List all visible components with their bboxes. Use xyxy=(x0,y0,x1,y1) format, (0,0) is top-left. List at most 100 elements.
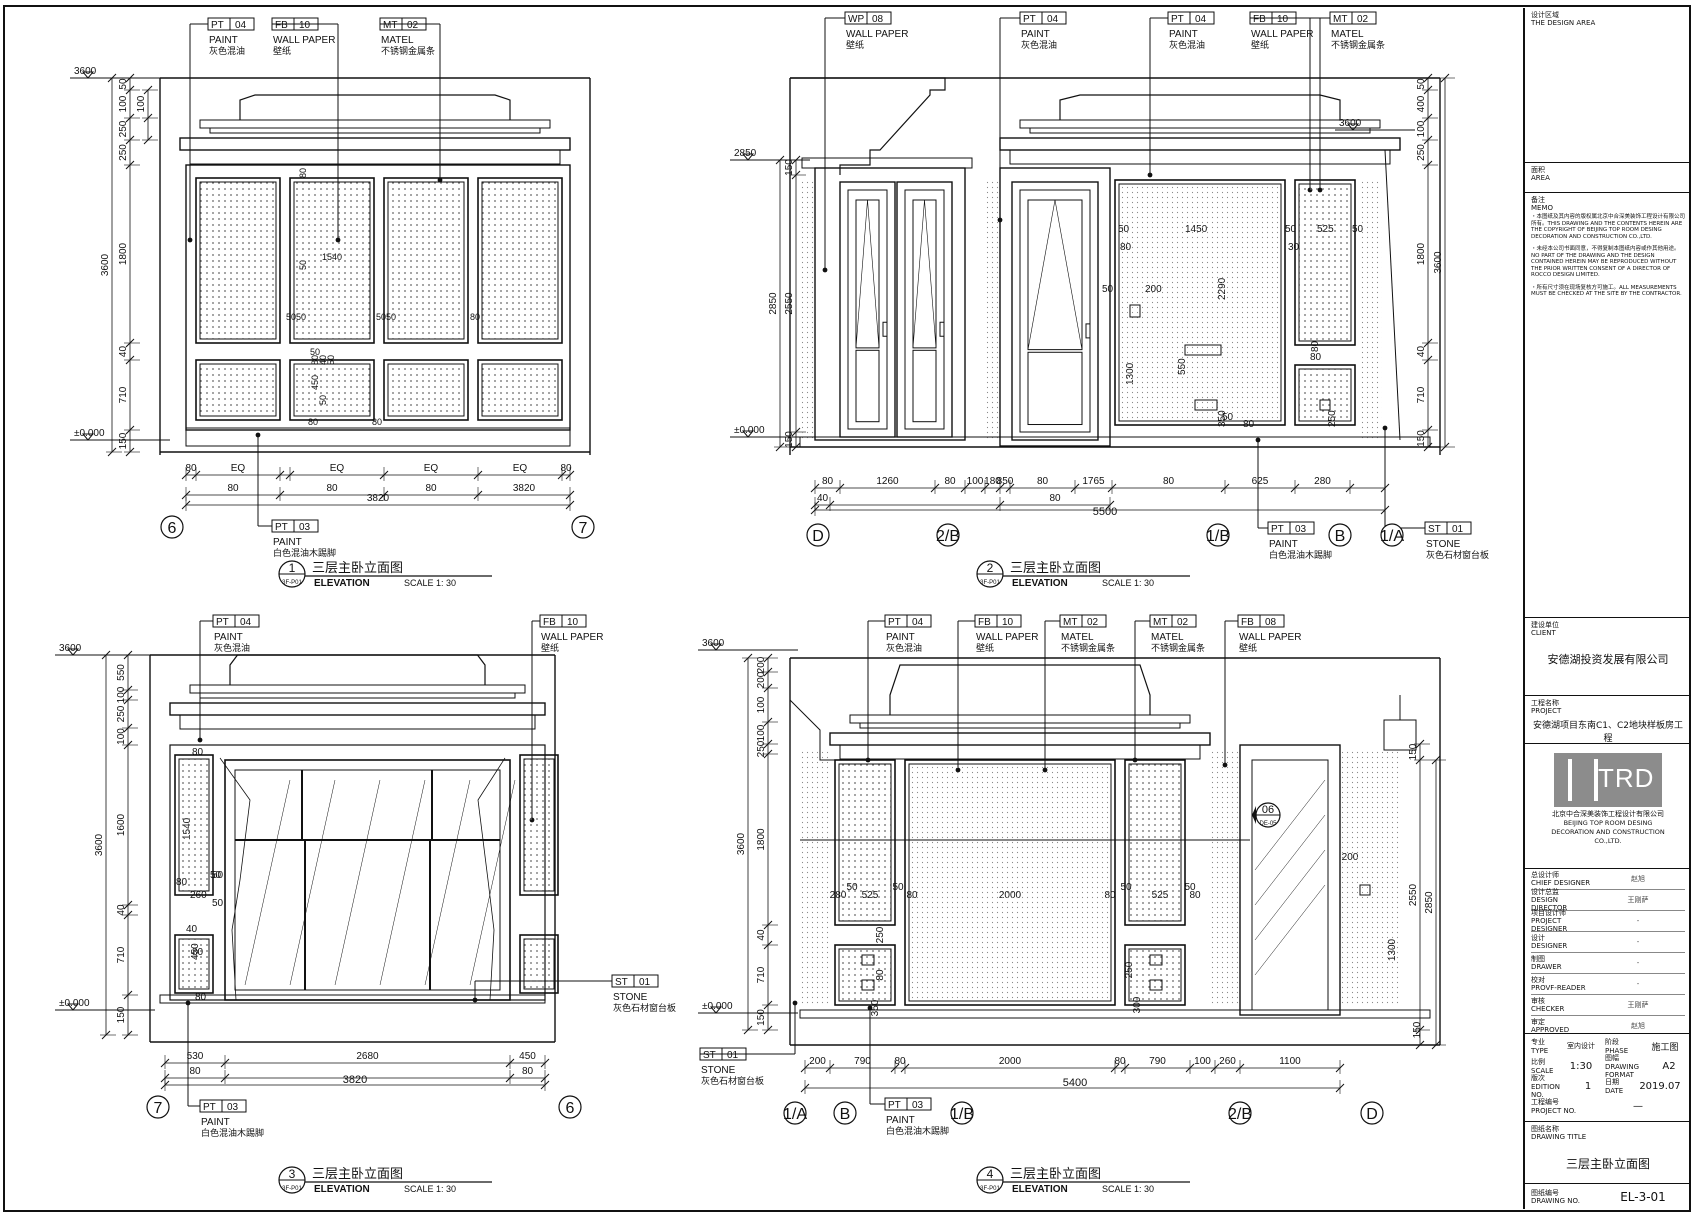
lower-panel-3-inner xyxy=(481,363,559,417)
tag-num-box xyxy=(1171,614,1197,628)
upper-panel-1-frame xyxy=(289,177,375,344)
inner-dim-label: 50 xyxy=(212,870,224,881)
level-marker: 3600 xyxy=(698,638,798,651)
tag-cn: 灰色混油 xyxy=(209,45,245,57)
socket-plate xyxy=(861,979,875,991)
skirting xyxy=(799,1009,1431,1019)
door-a-right-lower-panel xyxy=(912,349,937,423)
axis-bubble: 1/B xyxy=(1206,523,1230,547)
tag-en: MATEL xyxy=(381,35,414,46)
tag-cn: 灰色混油 xyxy=(1021,39,1057,51)
v1-sub-dims: 100 xyxy=(136,85,158,145)
tag-code: PT xyxy=(203,1102,216,1113)
axis-bubble: 1/B xyxy=(950,1101,974,1125)
v4-bed-panel-frame xyxy=(904,759,1116,1006)
inner-dim-label: 50 xyxy=(1120,882,1132,893)
window-frame xyxy=(224,759,511,1001)
glass-reflection xyxy=(244,779,291,986)
axis-bubble: D xyxy=(1360,1101,1384,1125)
v3-overall-width-label: 3820 xyxy=(343,1074,367,1086)
v3-left-low-inner xyxy=(178,938,210,990)
dim-label: 200 xyxy=(756,656,767,673)
axis-circle xyxy=(1228,1101,1252,1125)
tag-cn: 灰色混油 xyxy=(214,642,250,654)
company-section: TRD 北京中合深美装饰工程设计有限公司 BEIJING TOP ROOM DE… xyxy=(1525,744,1691,869)
tag-num-box xyxy=(229,17,255,31)
memo-item: ・所有尺寸须在现场复核方可施工。ALL MEASUREMENTS MUST BE… xyxy=(1531,284,1682,298)
tag-cn: 灰色石材窗台板 xyxy=(613,1002,676,1014)
switch-plate xyxy=(1129,304,1141,318)
tag-code: PT xyxy=(211,20,224,31)
tag-num-box xyxy=(1041,11,1067,25)
axis-label: 1/B xyxy=(1206,528,1230,545)
tag-num: 10 xyxy=(1277,14,1289,25)
v3-right-low-inner xyxy=(523,938,555,990)
lower-panel-1-frame xyxy=(289,359,375,421)
tag-num-box xyxy=(293,519,319,533)
area-label-cn: 面积 xyxy=(1531,166,1545,174)
drawing-title: 三层主卧立面图 xyxy=(1565,1157,1650,1171)
client-name: 安德湖投资发展有限公司 xyxy=(1547,653,1669,666)
tag-num: 03 xyxy=(1295,524,1307,535)
socket-plate xyxy=(1184,344,1222,356)
project-label-en: PROJECT xyxy=(1531,707,1562,715)
dim-label: 530 xyxy=(187,1051,204,1062)
tag-num-box xyxy=(633,974,659,988)
dim-label: 3820 xyxy=(513,483,536,494)
dim-label: 80 xyxy=(425,483,437,494)
inner-dim-label: 80 xyxy=(1310,352,1322,363)
axis-bubble: 7 xyxy=(146,1095,170,1119)
door-a-right-leaf xyxy=(904,189,945,430)
client-label-en: CLIENT xyxy=(1531,629,1556,637)
lower-panel-1-inner xyxy=(293,363,371,417)
glass-reflection xyxy=(1254,814,1326,906)
axis-bubble: B xyxy=(1328,523,1352,547)
door-a-right-handle xyxy=(939,321,945,337)
tag-num: 01 xyxy=(727,1050,739,1061)
axis-circle xyxy=(806,523,830,547)
tag-num: 02 xyxy=(1177,617,1189,628)
callout-number: 06 xyxy=(1262,804,1274,816)
tag-cn: 白色混油木踢脚 xyxy=(273,547,336,559)
upper-panel-3-inner xyxy=(481,181,559,340)
axis-bubble: D xyxy=(806,523,830,547)
dim-label: 850 xyxy=(997,476,1014,487)
company-name-en-1: BEIJING TOP ROOM DESING xyxy=(1563,819,1653,827)
tag-code: PT xyxy=(888,617,901,628)
axis-circle xyxy=(1206,523,1230,547)
dim-label: 2680 xyxy=(356,1051,379,1062)
v3-left-panel-frame xyxy=(174,754,214,896)
leader-dot xyxy=(255,432,261,438)
cornice-band xyxy=(199,119,551,129)
dim-label: 80 xyxy=(944,476,956,487)
dim-label: 1800 xyxy=(756,828,767,851)
dim-label: 250 xyxy=(118,144,129,161)
tag-en: MATEL xyxy=(1331,29,1364,40)
dim-label: 100 xyxy=(118,95,129,112)
callout-arrow xyxy=(1252,806,1256,824)
axis-circle xyxy=(936,523,960,547)
dim-label: 3600 xyxy=(1433,251,1444,274)
tag-en: STONE xyxy=(1426,539,1461,550)
tag-num: 02 xyxy=(1087,617,1099,628)
axis-label: 1/B xyxy=(950,1106,974,1123)
area-label-en: AREA xyxy=(1531,174,1550,182)
dim-label: 40 xyxy=(118,346,129,358)
axis-label: D xyxy=(812,528,824,545)
tag-num: 04 xyxy=(235,20,247,31)
dim-label: EQ xyxy=(231,463,246,474)
inner-dim-label: 50 xyxy=(286,312,296,322)
axis-bubble: 2/B xyxy=(936,523,960,547)
tag-code: MT xyxy=(1063,617,1077,628)
